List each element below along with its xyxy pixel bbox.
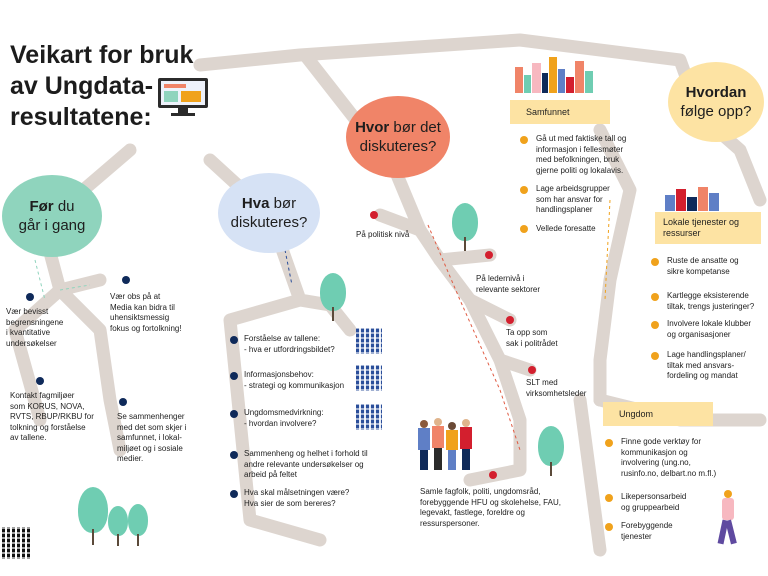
marker-dot (370, 211, 378, 219)
page-title: Veikart for bruk av Ungdata- resultatene… (10, 41, 194, 131)
tree-icon (78, 487, 108, 545)
marker-dot (36, 377, 44, 385)
bubble-hvor-bor: Hvor bør det diskuteres? (346, 96, 450, 178)
marker-dot (605, 494, 613, 502)
samfunnet-item: Lage arbeidsgrupper som har ansvar for h… (536, 184, 610, 214)
bubble-hva-bor: Hva bør diskuteres? (218, 173, 320, 253)
box-lokale: Lokale tjenester og ressurser (655, 212, 761, 244)
marker-dot (605, 523, 613, 531)
ungdom-item: Forebyggende tjenester (621, 521, 673, 541)
ungdom-item: Likepersonsarbeid og gruppearbeid (621, 492, 687, 512)
lokale-item: Kartlegge eksisterende tiltak, trengs ju… (667, 291, 755, 311)
walking-person-icon (716, 490, 740, 546)
marker-dot (520, 225, 528, 233)
tree-icon (452, 203, 478, 251)
hva-item: Hva skal målsetningen være? Hva sier de … (244, 488, 350, 508)
ungdom-item: Finne gode verktøy for kommunikasjon og … (621, 437, 717, 478)
marker-dot (506, 316, 514, 324)
tree-icon (128, 504, 148, 546)
marker-dot (119, 398, 127, 406)
marker-dot (230, 451, 238, 459)
tree-icon (320, 273, 346, 321)
hvor-item: SLT med virksomhetsleder (526, 378, 587, 398)
hvor-item: På politisk nivå (356, 230, 410, 239)
bubble-for-du: Før du går i gang (2, 175, 102, 257)
box-ungdom: Ungdom (603, 402, 713, 426)
box-samfunnet: Samfunnet (510, 100, 610, 124)
marker-dot (651, 258, 659, 266)
marker-dot (651, 352, 659, 360)
for-du-item: Kontakt fagmiljøer som KORUS, NOVA, RVTS… (10, 391, 94, 442)
city-skyline-icon (515, 55, 595, 93)
marker-dot (520, 186, 528, 194)
marker-dot (489, 471, 497, 479)
hva-item: Sammenheng og helhet i forhold til andre… (244, 449, 368, 479)
tree-icon (108, 506, 128, 546)
qr-code-icon (356, 404, 382, 430)
for-du-item: Vær obs på at Media kan bidra til uhensi… (110, 292, 182, 333)
marker-dot (230, 490, 238, 498)
marker-dot (651, 293, 659, 301)
qr-code-icon (2, 527, 32, 559)
marker-dot (26, 293, 34, 301)
computer-icon (158, 78, 208, 116)
marker-dot (520, 136, 528, 144)
samfunnet-item: Gå ut med faktiske tall og informasjon i… (536, 134, 627, 175)
bubble-hvordan: Hvordan følge opp? (668, 62, 764, 142)
marker-dot (605, 439, 613, 447)
lokale-item: Involvere lokale klubber og organisasjon… (667, 319, 752, 339)
marker-dot (230, 372, 238, 380)
hva-item: Informasjonsbehov: - strategi og kommuni… (244, 370, 345, 390)
marker-dot (651, 321, 659, 329)
hvor-item: Ta opp som sak i politrådet (506, 328, 558, 348)
for-du-item: Se sammenhenger med det som skjer i samf… (117, 412, 187, 463)
marker-dot (230, 336, 238, 344)
hva-item: Ungdomsmedvirkning: - hvordan involvere? (244, 408, 324, 428)
hva-item: Forståelse av tallene: - hva er utfordri… (244, 334, 335, 354)
houses-icon (665, 185, 720, 211)
for-du-item: Vær bevisst begrensningene i kvantitativ… (6, 307, 64, 348)
marker-dot (230, 410, 238, 418)
marker-dot (485, 251, 493, 259)
hvor-item: På ledernivå i relevante sektorer (476, 274, 541, 294)
people-group-icon (418, 418, 480, 472)
tree-icon (538, 426, 564, 476)
lokale-item: Lage handlingsplaner/ tiltak med ansvars… (667, 350, 746, 380)
samfunnet-item: Vellede foresatte (536, 224, 596, 233)
hvor-item: Samle fagfolk, politi, ungdomsråd, foreb… (420, 487, 561, 528)
lokale-item: Ruste de ansatte og sikre kompetanse (667, 256, 739, 276)
marker-dot (122, 276, 130, 284)
qr-code-icon (356, 365, 382, 391)
qr-code-icon (356, 328, 382, 354)
marker-dot (528, 366, 536, 374)
